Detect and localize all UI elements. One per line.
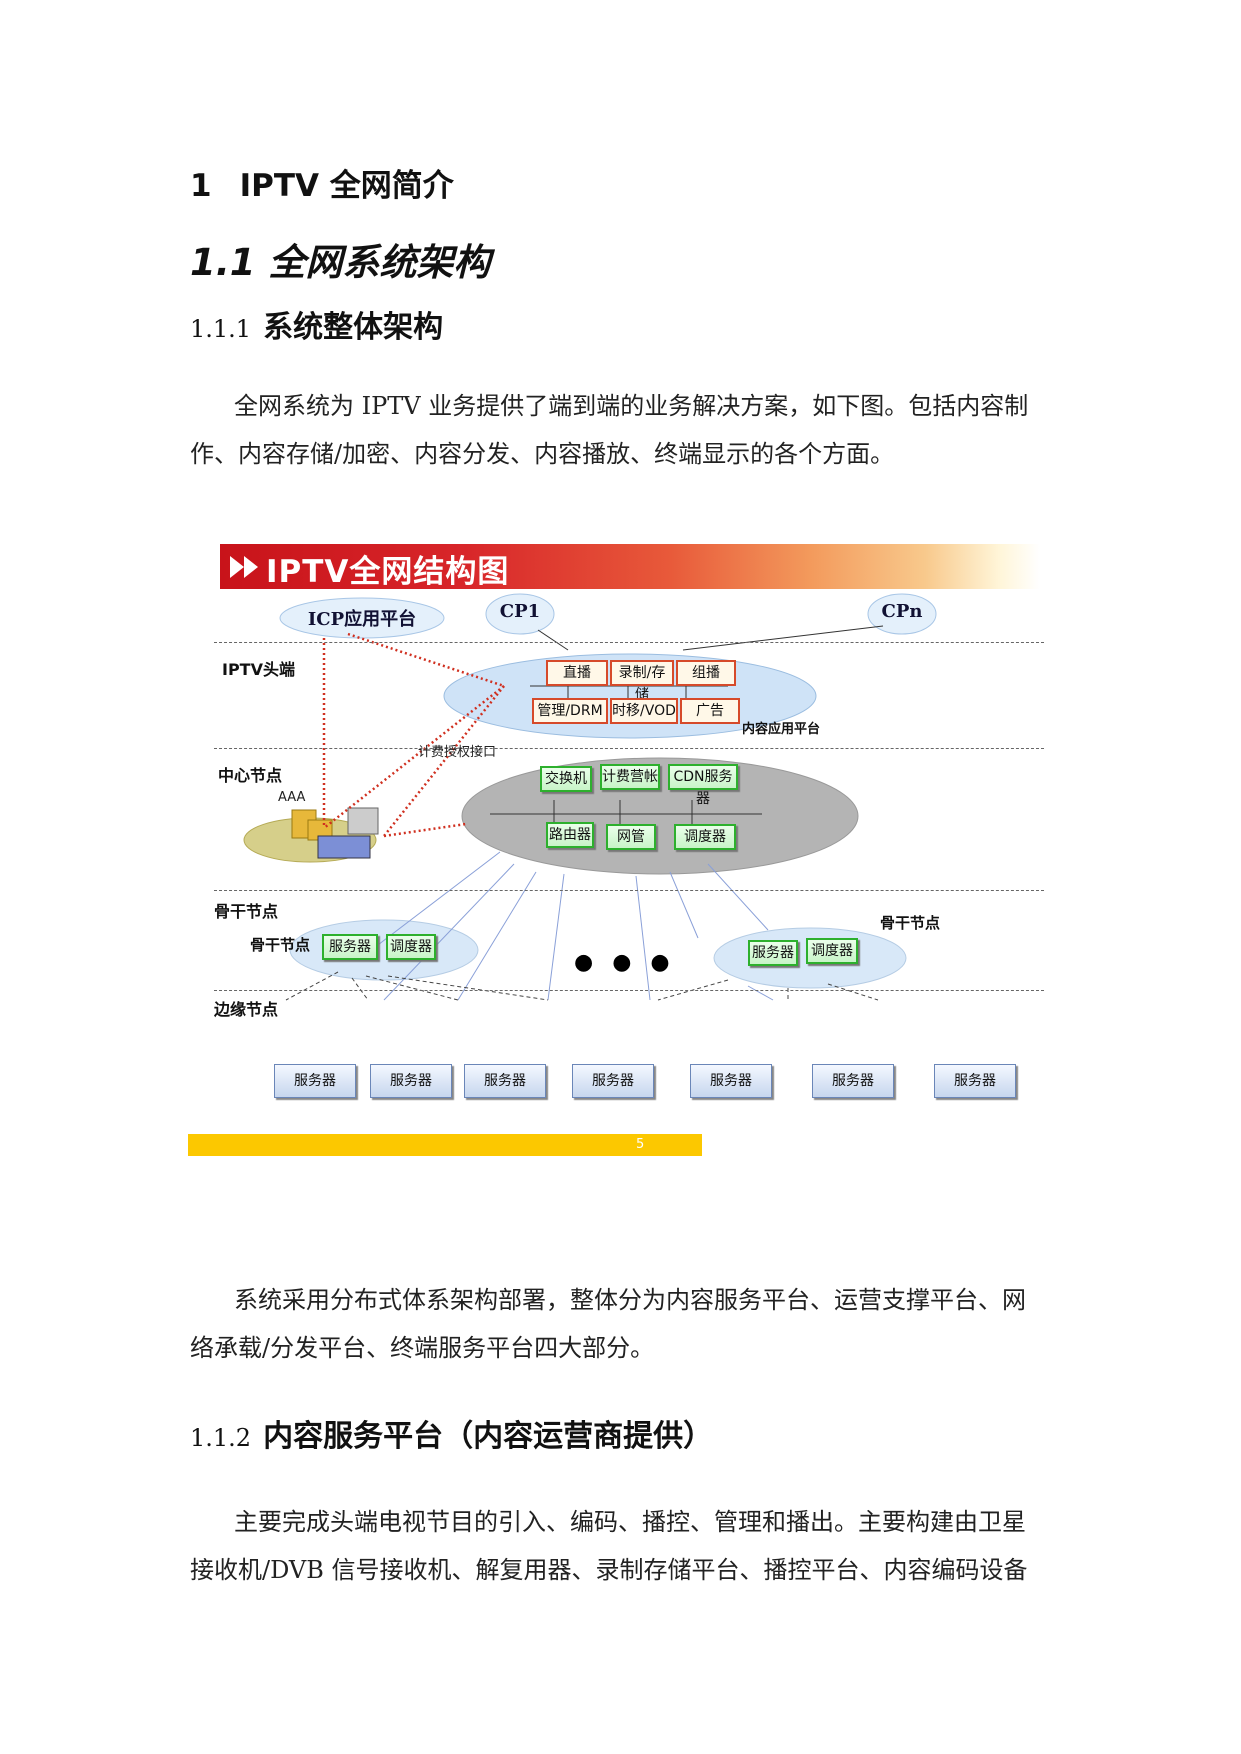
paragraph-line: 系统采用分布式体系架构部署，整体分为内容服务平台、运营支撑平台、网 — [234, 1286, 1026, 1314]
layer-divider — [214, 990, 1044, 991]
diagram-banner: IPTV全网结构图 — [220, 544, 1040, 590]
heading-1-number: 1 — [190, 168, 212, 204]
backbone-right-scheduler: 调度器 — [806, 938, 858, 964]
cp1-label: CP1 — [499, 601, 541, 622]
paragraph-line: 络承载/分发平台、终端服务平台四大部分。 — [190, 1334, 655, 1362]
paragraph-line: 接收机/DVB 信号接收机、解复用器、录制存储平台、播控平台、内容编码设备 — [190, 1556, 1028, 1584]
heading-2: 1.1 全网系统架构 — [190, 241, 491, 284]
play-icon — [230, 556, 244, 578]
backbone-left-label: 骨干节点 — [250, 936, 311, 954]
center-box-billing: 计费营帐 — [600, 764, 660, 790]
footer-bar — [188, 1134, 702, 1156]
iptv-network-diagram: IPTV全网结构图 — [188, 538, 1044, 1162]
heading-3-number: 1.1.2 — [190, 1424, 252, 1452]
cpn-label: CPn — [881, 601, 923, 622]
layer-divider — [214, 642, 1044, 643]
paragraph-line: 作、内容存储/加密、内容分发、内容播放、终端显示的各个方面。 — [190, 440, 895, 468]
heading-3-text: 系统整体架构 — [263, 310, 444, 345]
heading-1: 1 IPTV 全网简介 — [190, 160, 454, 205]
layer-label-center: 中心节点 — [218, 766, 283, 785]
headend-box-live: 直播 — [546, 660, 608, 686]
heading-3-text: 内容服务平台（内容运营商提供） — [263, 1419, 714, 1454]
backbone-right-label: 骨干节点 — [880, 914, 941, 932]
edge-server-1: 服务器 — [274, 1064, 356, 1098]
layer-divider — [214, 890, 1044, 891]
center-box-cdn: CDN服务器 — [668, 764, 738, 807]
diagram-title: IPTV全网结构图 — [266, 554, 510, 590]
billing-interface-label: 计费授权接口 — [418, 745, 497, 760]
center-box-switch: 交换机 — [540, 766, 592, 792]
headend-box-drm: 管理/DRM — [532, 698, 608, 724]
heading-1-text: IPTV 全网简介 — [239, 168, 454, 204]
headend-box-vod: 时移/VOD — [610, 698, 678, 724]
aaa-label: AAA — [278, 790, 306, 805]
edge-server-3: 服务器 — [464, 1064, 546, 1098]
paragraph-line: 主要完成头端电视节目的引入、编码、播控、管理和播出。主要构建由卫星 — [234, 1508, 1026, 1536]
slide-page-number: 5 — [636, 1137, 645, 1152]
headend-box-record: 录制/存储 — [610, 660, 674, 703]
heading-3-system-architecture: 1.1.1 系统整体架构 — [190, 302, 443, 346]
edge-server-5: 服务器 — [690, 1064, 772, 1098]
edge-server-7: 服务器 — [934, 1064, 1016, 1098]
layer-divider — [214, 748, 1044, 749]
headend-box-multicast: 组播 — [676, 660, 736, 686]
backbone-left-server: 服务器 — [322, 934, 378, 960]
content-app-platform-label: 内容应用平台 — [742, 722, 821, 737]
edge-server-6: 服务器 — [812, 1064, 894, 1098]
edge-server-2: 服务器 — [370, 1064, 452, 1098]
edge-server-4: 服务器 — [572, 1064, 654, 1098]
play-icon — [244, 556, 258, 578]
paragraph-intro: 全网系统为 IPTV 业务提供了端到端的业务解决方案，如下图。包括内容制 作、内… — [190, 382, 1060, 478]
backbone-left-scheduler: 调度器 — [386, 934, 436, 960]
layer-label-headend: IPTV头端 — [222, 660, 295, 679]
paragraph-line: 全网系统为 IPTV 业务提供了端到端的业务解决方案，如下图。包括内容制 — [234, 392, 1029, 420]
center-box-scheduler: 调度器 — [674, 824, 736, 850]
paragraph-architecture: 系统采用分布式体系架构部署，整体分为内容服务平台、运营支撑平台、网 络承载/分发… — [190, 1276, 1060, 1372]
heading-3-content-service: 1.1.2 内容服务平台（内容运营商提供） — [190, 1411, 713, 1455]
center-box-router: 路由器 — [546, 822, 594, 848]
headend-box-ad: 广告 — [680, 698, 740, 724]
backbone-right-server: 服务器 — [748, 940, 798, 966]
center-box-nms: 网管 — [606, 824, 656, 850]
icp-platform-label: ICP应用平台 — [307, 609, 417, 630]
heading-3-number: 1.1.1 — [190, 315, 252, 343]
paragraph-content-service: 主要完成头端电视节目的引入、编码、播控、管理和播出。主要构建由卫星 接收机/DV… — [190, 1498, 1060, 1594]
layer-label-edge: 边缘节点 — [214, 1000, 279, 1019]
layer-label-backbone: 骨干节点 — [214, 902, 279, 921]
more-nodes-ellipsis: ● ● ● — [574, 950, 676, 975]
